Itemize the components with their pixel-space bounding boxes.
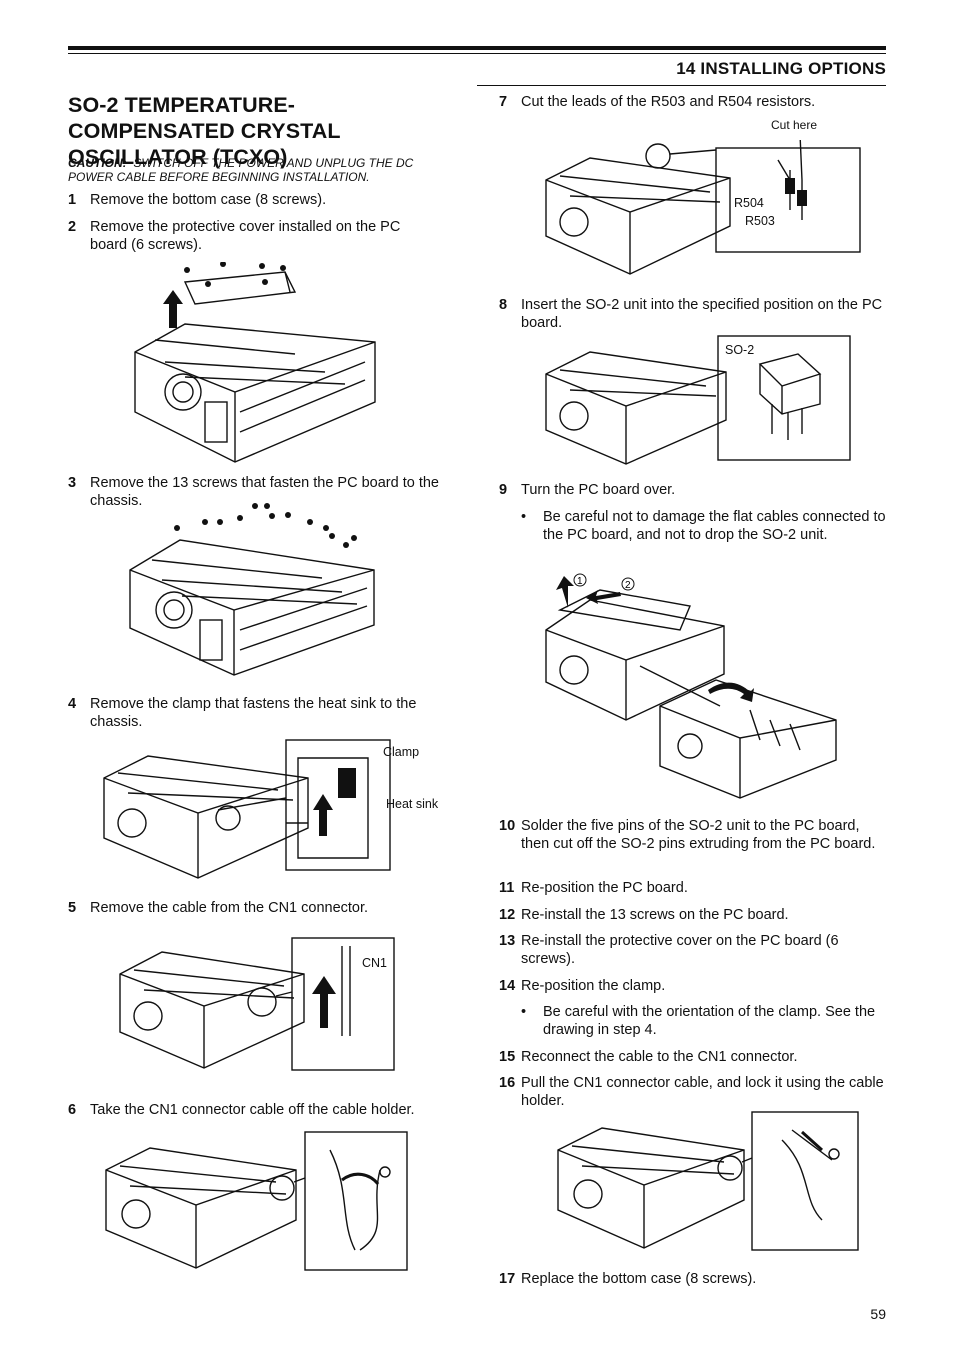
label-cut-here: Cut here: [771, 118, 818, 132]
figure-remove-screws: [122, 500, 382, 680]
page-title: SO-2 TEMPERATURE-COMPENSATED CRYSTAL OSC…: [68, 93, 341, 169]
caution-text: SWITCH OFF THE POWER AND UNPLUG THE DC P…: [68, 156, 414, 184]
figure-remove-clamp: [98, 738, 398, 884]
caution-note: CAUTION: SWITCH OFF THE POWER AND UNPLUG…: [68, 156, 448, 184]
header-rule-thin: [68, 53, 886, 54]
section-title: 14 INSTALLING OPTIONS: [676, 59, 886, 78]
figure-cable-holder: [100, 1130, 410, 1274]
figure-cut-resistors: [540, 140, 865, 278]
figure-remove-cn1-cable: [114, 936, 399, 1074]
figure-turn-board: 1 2: [540, 570, 840, 802]
label-cn1: CN1: [362, 956, 388, 970]
circle-label-2: 2: [625, 580, 631, 591]
figure-remove-cover: [125, 262, 385, 470]
header-rule-thick: [68, 46, 886, 50]
caution-label: CAUTION:: [68, 156, 127, 170]
circle-label-1: 1: [577, 576, 583, 587]
figure-lock-cable: [552, 1110, 862, 1254]
figure-insert-so2: [540, 334, 855, 468]
label-heat-sink: Heat sink: [386, 797, 439, 811]
label-so2: SO-2: [725, 343, 755, 357]
label-r504: R504: [734, 196, 764, 210]
section-underline: [477, 85, 886, 86]
page-number: 59: [870, 1306, 886, 1322]
label-clamp: Clamp: [383, 745, 420, 759]
label-r503: R503: [745, 214, 775, 228]
